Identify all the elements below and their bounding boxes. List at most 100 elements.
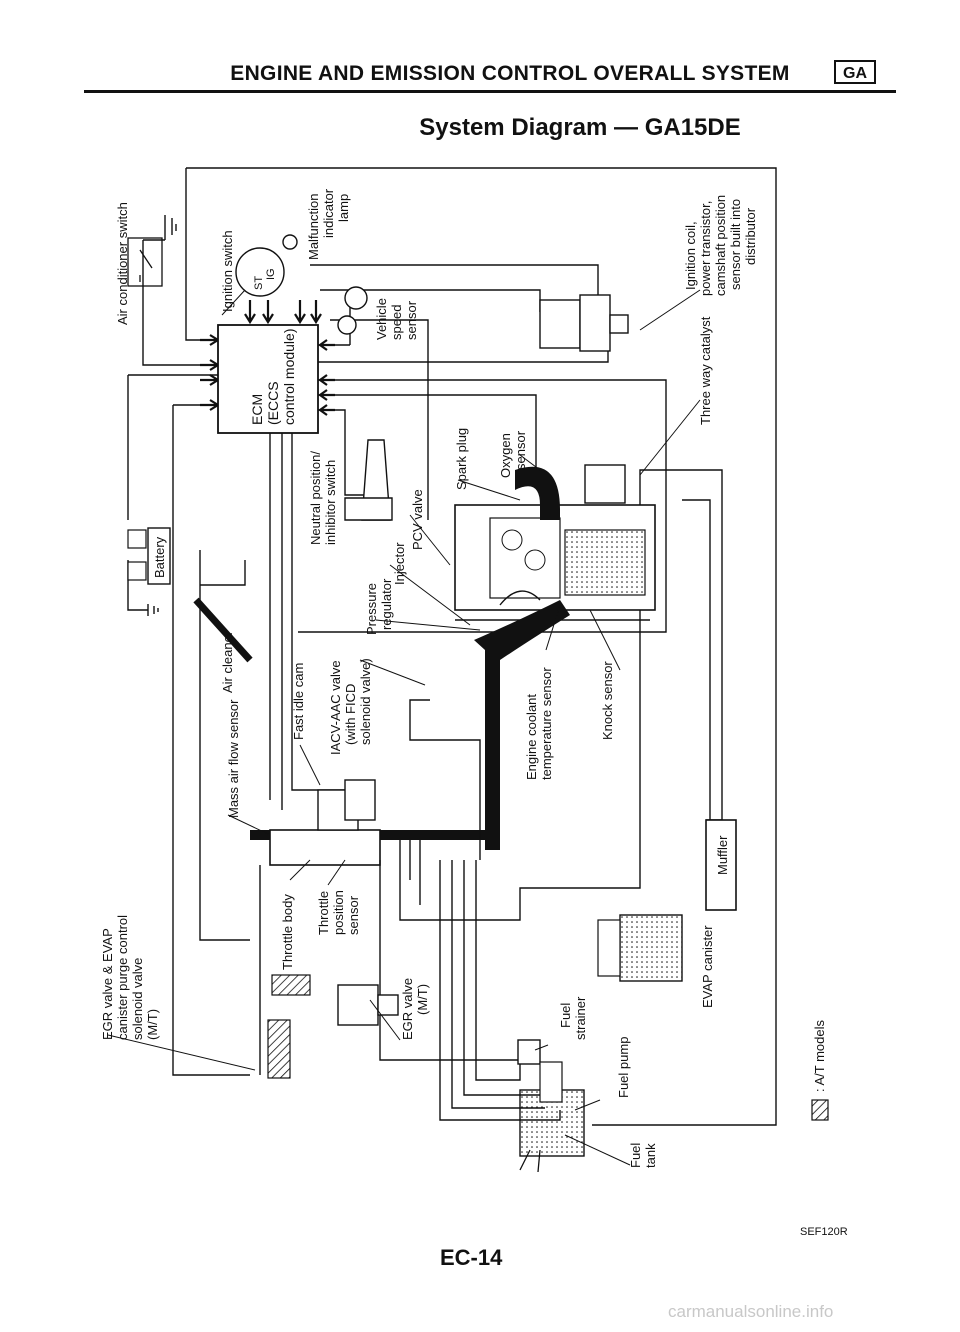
fuel-lines [259,699,561,1121]
svg-text:Pressure: Pressure [364,583,379,635]
page-header-title: ENGINE AND EMISSION CONTROL OVERALL SYST… [230,62,790,85]
svg-text:control module): control module) [281,329,297,426]
exhaust-pipe [670,469,723,821]
svg-text:ECM: ECM [249,394,265,425]
svg-text:Engine coolant: Engine coolant [524,694,539,780]
control-arrows [200,300,335,416]
svg-text:Neutral position/: Neutral position/ [308,451,323,545]
label-evap-canister: EVAP canister [700,925,715,1008]
legend-hatch [811,1099,829,1121]
svg-text:(M/T): (M/T) [145,1009,160,1040]
svg-text:tank: tank [643,1143,658,1168]
svg-text:sensor: sensor [404,300,419,340]
label-ignition-coil: Ignition coil, power transistor, camshaf… [683,195,758,296]
svg-text:(with FICD: (with FICD [343,684,358,745]
svg-text:inhibitor switch: inhibitor switch [323,460,338,545]
svg-text:Vehicle: Vehicle [374,298,389,340]
label-ecm: ECM (ECCS control module) [249,329,297,426]
svg-text:EGR valve: EGR valve [400,978,415,1040]
label-fast-idle-cam: Fast idle cam [291,663,306,740]
svg-text:temperature sensor: temperature sensor [539,667,554,780]
svg-text:EGR valve & EVAP: EGR valve & EVAP [100,928,115,1040]
label-knock-sensor: Knock sensor [600,661,615,740]
label-fuel-strainer: Fuel strainer [558,996,588,1040]
muffler-box [705,819,737,911]
label-air-conditioner-switch: Air conditioner switch [115,202,130,325]
svg-text:camshaft position: camshaft position [713,195,728,296]
svg-text:indicator: indicator [321,188,336,238]
label-oxygen-sensor: Oxygen sensor [498,430,528,478]
label-pressure-regulator: Pressure regulator [364,578,394,635]
ignition-switch-symbol [235,234,298,297]
header-rule [84,90,896,93]
label-three-way-catalyst: Three way catalyst [698,316,713,425]
svg-text:strainer: strainer [573,996,588,1040]
svg-text:solenoid valve): solenoid valve) [358,658,373,745]
ecm-box [217,324,319,434]
svg-text:speed: speed [389,305,404,340]
label-fuel-tank: Fuel tank [628,1143,658,1168]
label-ignition-switch: Ignition switch [220,230,235,312]
svg-text:Malfunction: Malfunction [306,194,321,260]
label-malfunction-lamp: Malfunction indicator lamp [306,188,351,260]
svg-text:Throttle: Throttle [316,891,331,935]
label-ig: IG [265,268,277,280]
label-iacv-aac-valve: IACV-AAC valve (with FICD solenoid valve… [328,658,373,755]
svg-text:distributor: distributor [743,207,758,265]
label-pcv-valve: PCV valve [410,489,425,550]
label-throttle-position-sensor: Throttle position sensor [316,890,361,935]
label-throttle-body: Throttle body [280,894,295,970]
svg-text:regulator: regulator [379,578,394,630]
label-egr-valve: EGR valve (M/T) [400,978,430,1040]
egr-evap-solenoid-symbol [267,1019,291,1079]
svg-text:(M/T): (M/T) [415,984,430,1015]
label-fuel-pump: Fuel pump [616,1037,631,1098]
throttle-body-symbol [269,779,381,996]
svg-text:canister purge control: canister purge control [115,915,130,1040]
label-battery: Battery [152,536,167,578]
intake-duct [474,600,570,850]
section-badge: GA [834,60,876,84]
diagram-subtitle: System Diagram — GA15DE [419,114,741,141]
svg-text:power transistor,: power transistor, [698,201,713,296]
egr-valve-symbol [337,984,399,1026]
label-air-cleaner: Air cleaner [220,630,235,693]
label-st: ST [253,276,265,290]
watermark: carmanualsonline.info [668,1302,834,1321]
leader-lines [107,289,701,1166]
svg-text:lamp: lamp [336,194,351,222]
svg-text:Fuel: Fuel [558,1003,573,1028]
fuel-strainer-symbol [517,1039,541,1065]
svg-text:sensor: sensor [513,430,528,470]
frame-lines [127,167,777,1126]
air-cleaner-symbol [193,550,253,941]
engine-block [454,464,656,621]
svg-text:sensor: sensor [346,895,361,935]
svg-text:Fuel: Fuel [628,1143,643,1168]
vehicle-speed-sensor-symbol [337,286,368,335]
label-injector: Injector [392,542,407,585]
svg-text:(ECCS: (ECCS [265,381,281,425]
label-egr-evap-solenoid: EGR valve & EVAP canister purge control … [100,915,160,1040]
svg-text:solenoid valve: solenoid valve [130,958,145,1040]
label-spark-plug: Spark plug [454,428,469,490]
svg-text:IACV-AAC valve: IACV-AAC valve [328,660,343,755]
svg-text:Oxygen: Oxygen [498,433,513,478]
ac-switch-symbol [127,237,163,287]
fuel-tank-symbol [519,1061,585,1173]
battery-symbol [127,527,171,585]
page-number: EC-14 [440,1245,503,1270]
label-legend-at-models: : A/T models [812,1019,827,1092]
neutral-switch-symbol [344,439,393,521]
svg-text:Ignition coil,: Ignition coil, [683,221,698,290]
label-engine-coolant-sensor: Engine coolant temperature sensor [524,667,554,780]
distributor-symbol [539,294,629,352]
label-muffler: Muffler [715,835,730,875]
label-vehicle-speed-sensor: Vehicle speed sensor [374,298,419,340]
evap-canister-symbol [597,914,683,982]
label-mass-air-flow-sensor: Mass air flow sensor [226,699,241,818]
svg-text:sensor built into: sensor built into [728,199,743,290]
svg-text:position: position [331,890,346,935]
figure-code: SEF120R [800,1226,848,1238]
